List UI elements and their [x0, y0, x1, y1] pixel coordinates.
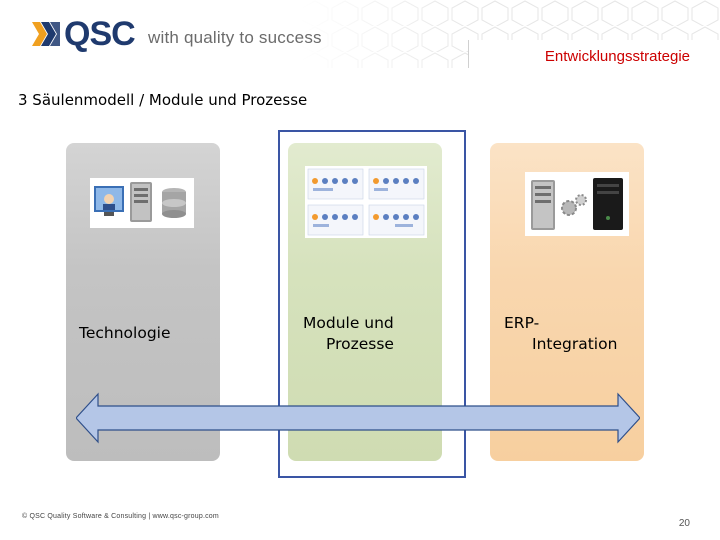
footer-copyright: © QSC Quality Software & Consulting | ww… [22, 513, 219, 520]
logo-text: QSC [64, 15, 136, 53]
double-arrow-icon [76, 392, 640, 444]
qsc-logo-mark-icon [32, 22, 60, 46]
pillar-label-erp-line2: Integration [532, 335, 618, 353]
pillar-label-erp-line1: ERP- [504, 314, 540, 332]
highlight-frame [278, 130, 466, 478]
process-diagram-icon [307, 168, 425, 236]
process-image [305, 166, 427, 238]
server-integration-icon [531, 178, 623, 230]
section-label: Entwicklungsstrategie [544, 48, 690, 65]
page-number: 20 [678, 518, 690, 529]
pillar-label-module-line1: Module und [303, 314, 394, 332]
section-label-box [468, 40, 720, 68]
slide-header: QSC with quality to success Entwicklungs… [0, 0, 720, 68]
pillar-label-module-line2: Prozesse [326, 335, 394, 353]
erp-image [525, 172, 629, 236]
slide-title: 3 Säulenmodell / Module und Prozesse [18, 91, 308, 109]
pillar-label-technologie: Technologie [79, 324, 171, 342]
tagline: with quality to success [148, 28, 322, 47]
qsc-logo: QSC [30, 14, 136, 54]
server-computer-icon [94, 182, 186, 222]
hexagon-pattern-background [300, 0, 720, 68]
technology-image [90, 178, 194, 228]
